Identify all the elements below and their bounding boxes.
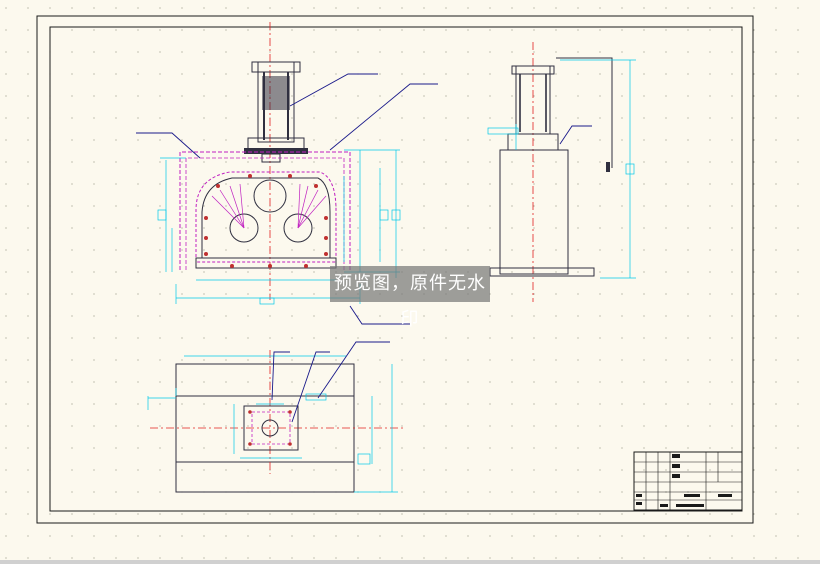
watermark-label: 预览图，原件无水印 [330, 266, 490, 330]
bottom-edge [0, 560, 820, 564]
inner-frame [49, 26, 743, 512]
title-block [633, 451, 743, 511]
front-view [136, 22, 438, 325]
side-view [487, 42, 636, 302]
top-view [147, 341, 404, 493]
outer-frame [36, 15, 754, 524]
